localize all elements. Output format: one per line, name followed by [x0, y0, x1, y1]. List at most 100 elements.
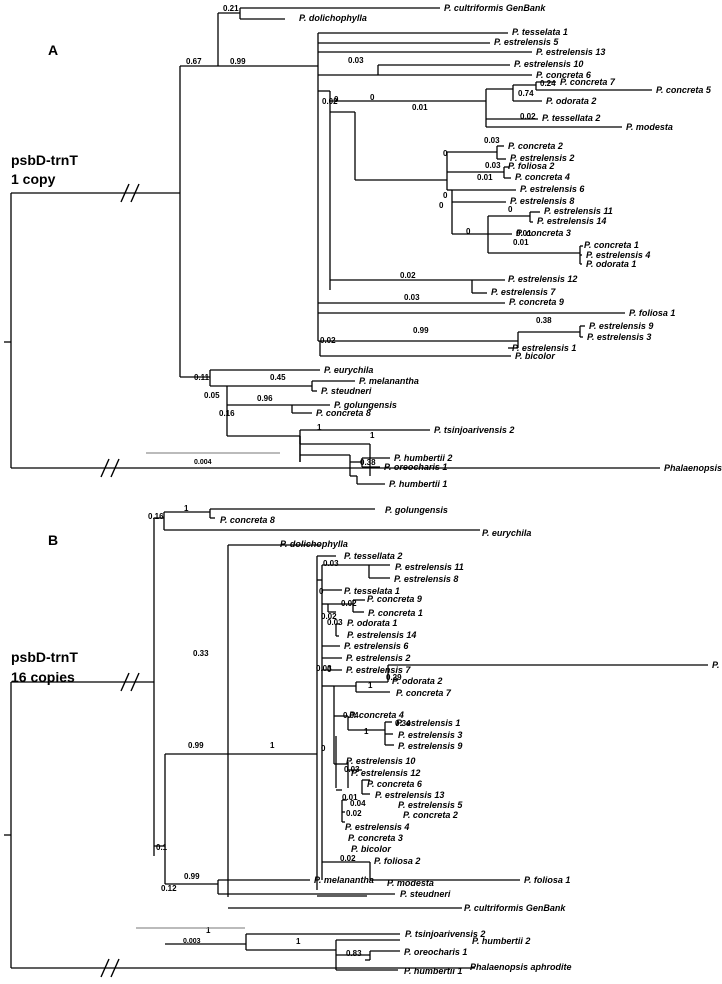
- taxon-label-p-tesselata-1: P. tesselata 1: [512, 27, 568, 37]
- taxon-label-p-oreocharis-1: P. oreocharis 1: [384, 462, 447, 472]
- taxon-label-p-humbertii-2: P. humbertii 2: [472, 936, 530, 946]
- taxon-label-p-foliosa-2: P. foliosa 2: [374, 856, 420, 866]
- support-value: 0: [466, 227, 471, 236]
- taxon-label-p-concreta-4: P. concreta 4: [349, 710, 404, 720]
- copy-count-label: 16 copies: [11, 669, 75, 685]
- taxon-label-p-bicolor: P. bicolor: [351, 844, 391, 854]
- support-value: 0.33: [193, 649, 209, 658]
- support-value: 1: [317, 423, 322, 432]
- taxon-label-p-estrelensis-14: P. estrelensis 14: [347, 630, 416, 640]
- taxon-label-p-estrelensis-6: P. estrelensis 6: [344, 641, 409, 651]
- support-value: 0.02: [400, 271, 416, 280]
- taxon-label-p-concreta-4: P. concreta 4: [515, 172, 570, 182]
- taxon-label-p-concreta-6: P. concreta 6: [367, 779, 423, 789]
- support-value: 0.05: [204, 391, 220, 400]
- taxon-label-p-concreta-7: P. concreta 7: [396, 688, 452, 698]
- support-value: 0.02: [320, 336, 336, 345]
- support-value: 0.01: [477, 173, 493, 182]
- taxon-label-p-dolichophylla: P. dolichophylla: [299, 13, 367, 23]
- taxon-label-p-estrelensis-10: P. estrelensis 10: [514, 59, 583, 69]
- taxon-label-p-estrelensis-3: P. estrelensis 3: [587, 332, 651, 342]
- support-value: 0.99: [413, 326, 429, 335]
- copy-count-label: 1 copy: [11, 171, 56, 187]
- support-value: 0.16: [219, 409, 235, 418]
- support-value: 0.04: [343, 711, 359, 720]
- support-value: 0.02: [346, 809, 362, 818]
- support-value: 0.29: [386, 673, 402, 682]
- taxon-label-p-concreta-9: P. concreta 9: [509, 297, 564, 307]
- branch-break-mark: [120, 183, 140, 203]
- taxon-label-p-tessellata-2: P. tessellata 2: [542, 113, 600, 123]
- taxon-label-p-concreta-2: P. concreta 2: [508, 141, 563, 151]
- marker-label: psbD-trnT: [11, 152, 78, 168]
- taxon-label-p-estrelensis-12: P. estrelensis 12: [351, 768, 420, 778]
- taxon-label-p-odorata-2: P. odorata 2: [392, 676, 442, 686]
- support-value: 0.03: [316, 664, 332, 673]
- taxon-label-p-estrelensis-9: P. estrelensis 9: [398, 741, 462, 751]
- support-value: 0.03: [484, 136, 500, 145]
- scale-bar-label: 0.004: [194, 459, 212, 466]
- support-value: 0.03: [344, 765, 360, 774]
- support-value: 0.02: [321, 612, 337, 621]
- taxon-label-p-concreta-5: P. concreta 5: [712, 660, 722, 670]
- support-value: 0.12: [161, 884, 177, 893]
- taxon-label-p-estrelensis-9: P. estrelensis 9: [589, 321, 653, 331]
- support-value: 0.45: [270, 373, 286, 382]
- taxon-label-p-bicolor: P. bicolor: [515, 351, 555, 361]
- support-value: 1: [296, 937, 301, 946]
- taxon-label-p-estrelensis-11: P. estrelensis 11: [395, 562, 464, 572]
- taxon-label-p-concreta-8: P. concreta 8: [316, 408, 371, 418]
- support-value: 0.03: [485, 161, 501, 170]
- support-value: 0.99: [188, 741, 204, 750]
- support-value: 0.99: [184, 872, 200, 881]
- taxon-label-p-estrelensis-13: P. estrelensis 13: [536, 47, 605, 57]
- taxon-label-p-concreta-1: P. concreta 1: [584, 240, 639, 250]
- support-value: 0.67: [186, 57, 202, 66]
- taxon-label-p-concreta-9: P. concreta 9: [367, 594, 422, 604]
- branch-break-mark: [120, 672, 140, 692]
- taxon-label-p-melanantha: P. melanantha: [359, 376, 419, 386]
- taxon-label-p-concreta-2: P. concreta 2: [403, 810, 458, 820]
- taxon-label-p-estrelensis-4: P. estrelensis 4: [586, 250, 650, 260]
- taxon-label-p-concreta-1: P. concreta 1: [368, 608, 423, 618]
- support-value: 0: [370, 93, 375, 102]
- support-value: 0.74: [518, 89, 534, 98]
- taxon-label-p-melanantha: P. melanantha: [314, 875, 374, 885]
- support-value: 1: [184, 504, 189, 513]
- support-value: 0.34: [395, 719, 411, 728]
- taxon-label-p-estrelensis-14: P. estrelensis 14: [537, 216, 606, 226]
- taxon-label-p-golungensis: P. golungensis: [334, 400, 397, 410]
- support-value: 0.99: [230, 57, 246, 66]
- support-value: 0.24: [540, 79, 556, 88]
- taxon-label-p-tsinjoarivensis-2: P. tsinjoarivensis 2: [434, 425, 514, 435]
- support-value: 1: [206, 926, 211, 935]
- support-value: 0.01: [516, 229, 532, 238]
- support-value: 0.03: [404, 293, 420, 302]
- support-value: 0.04: [350, 799, 366, 808]
- support-value: 0: [439, 201, 444, 210]
- support-value: 0: [508, 205, 513, 214]
- taxon-label-p-odorata-2: P. odorata 2: [546, 96, 596, 106]
- taxon-label-p-foliosa-2: P. foliosa 2: [508, 161, 554, 171]
- taxon-label-p-oreocharis-1: P. oreocharis 1: [404, 947, 467, 957]
- support-value: 0: [443, 149, 448, 158]
- taxon-label-p-estrelensis-2: P. estrelensis 2: [346, 653, 410, 663]
- taxon-label-p-odorata-1: P. odorata 1: [347, 618, 397, 628]
- taxon-label-p-modesta: P. modesta: [387, 878, 434, 888]
- support-value: 0.38: [536, 316, 552, 325]
- taxon-label-phalaenopsis-aphrodite: Phalaenopsis aphrodite: [470, 962, 572, 972]
- support-value: 0.01: [412, 103, 428, 112]
- support-value: 0.02: [341, 599, 357, 608]
- support-value: 0.03: [327, 618, 343, 627]
- taxon-label-p-steudneri: P. steudneri: [400, 889, 451, 899]
- taxon-label-p-concreta-3: P. concreta 3: [516, 228, 571, 238]
- support-value: 0.38: [360, 458, 376, 467]
- taxon-label-p-humbertii-2: P. humbertii 2: [394, 453, 452, 463]
- support-value: 0.02: [520, 112, 536, 121]
- taxon-label-p-concreta-8: P. concreta 8: [220, 515, 275, 525]
- support-value: 1: [364, 727, 369, 736]
- taxon-label-p-estrelensis-5: P. estrelensis 5: [494, 37, 559, 47]
